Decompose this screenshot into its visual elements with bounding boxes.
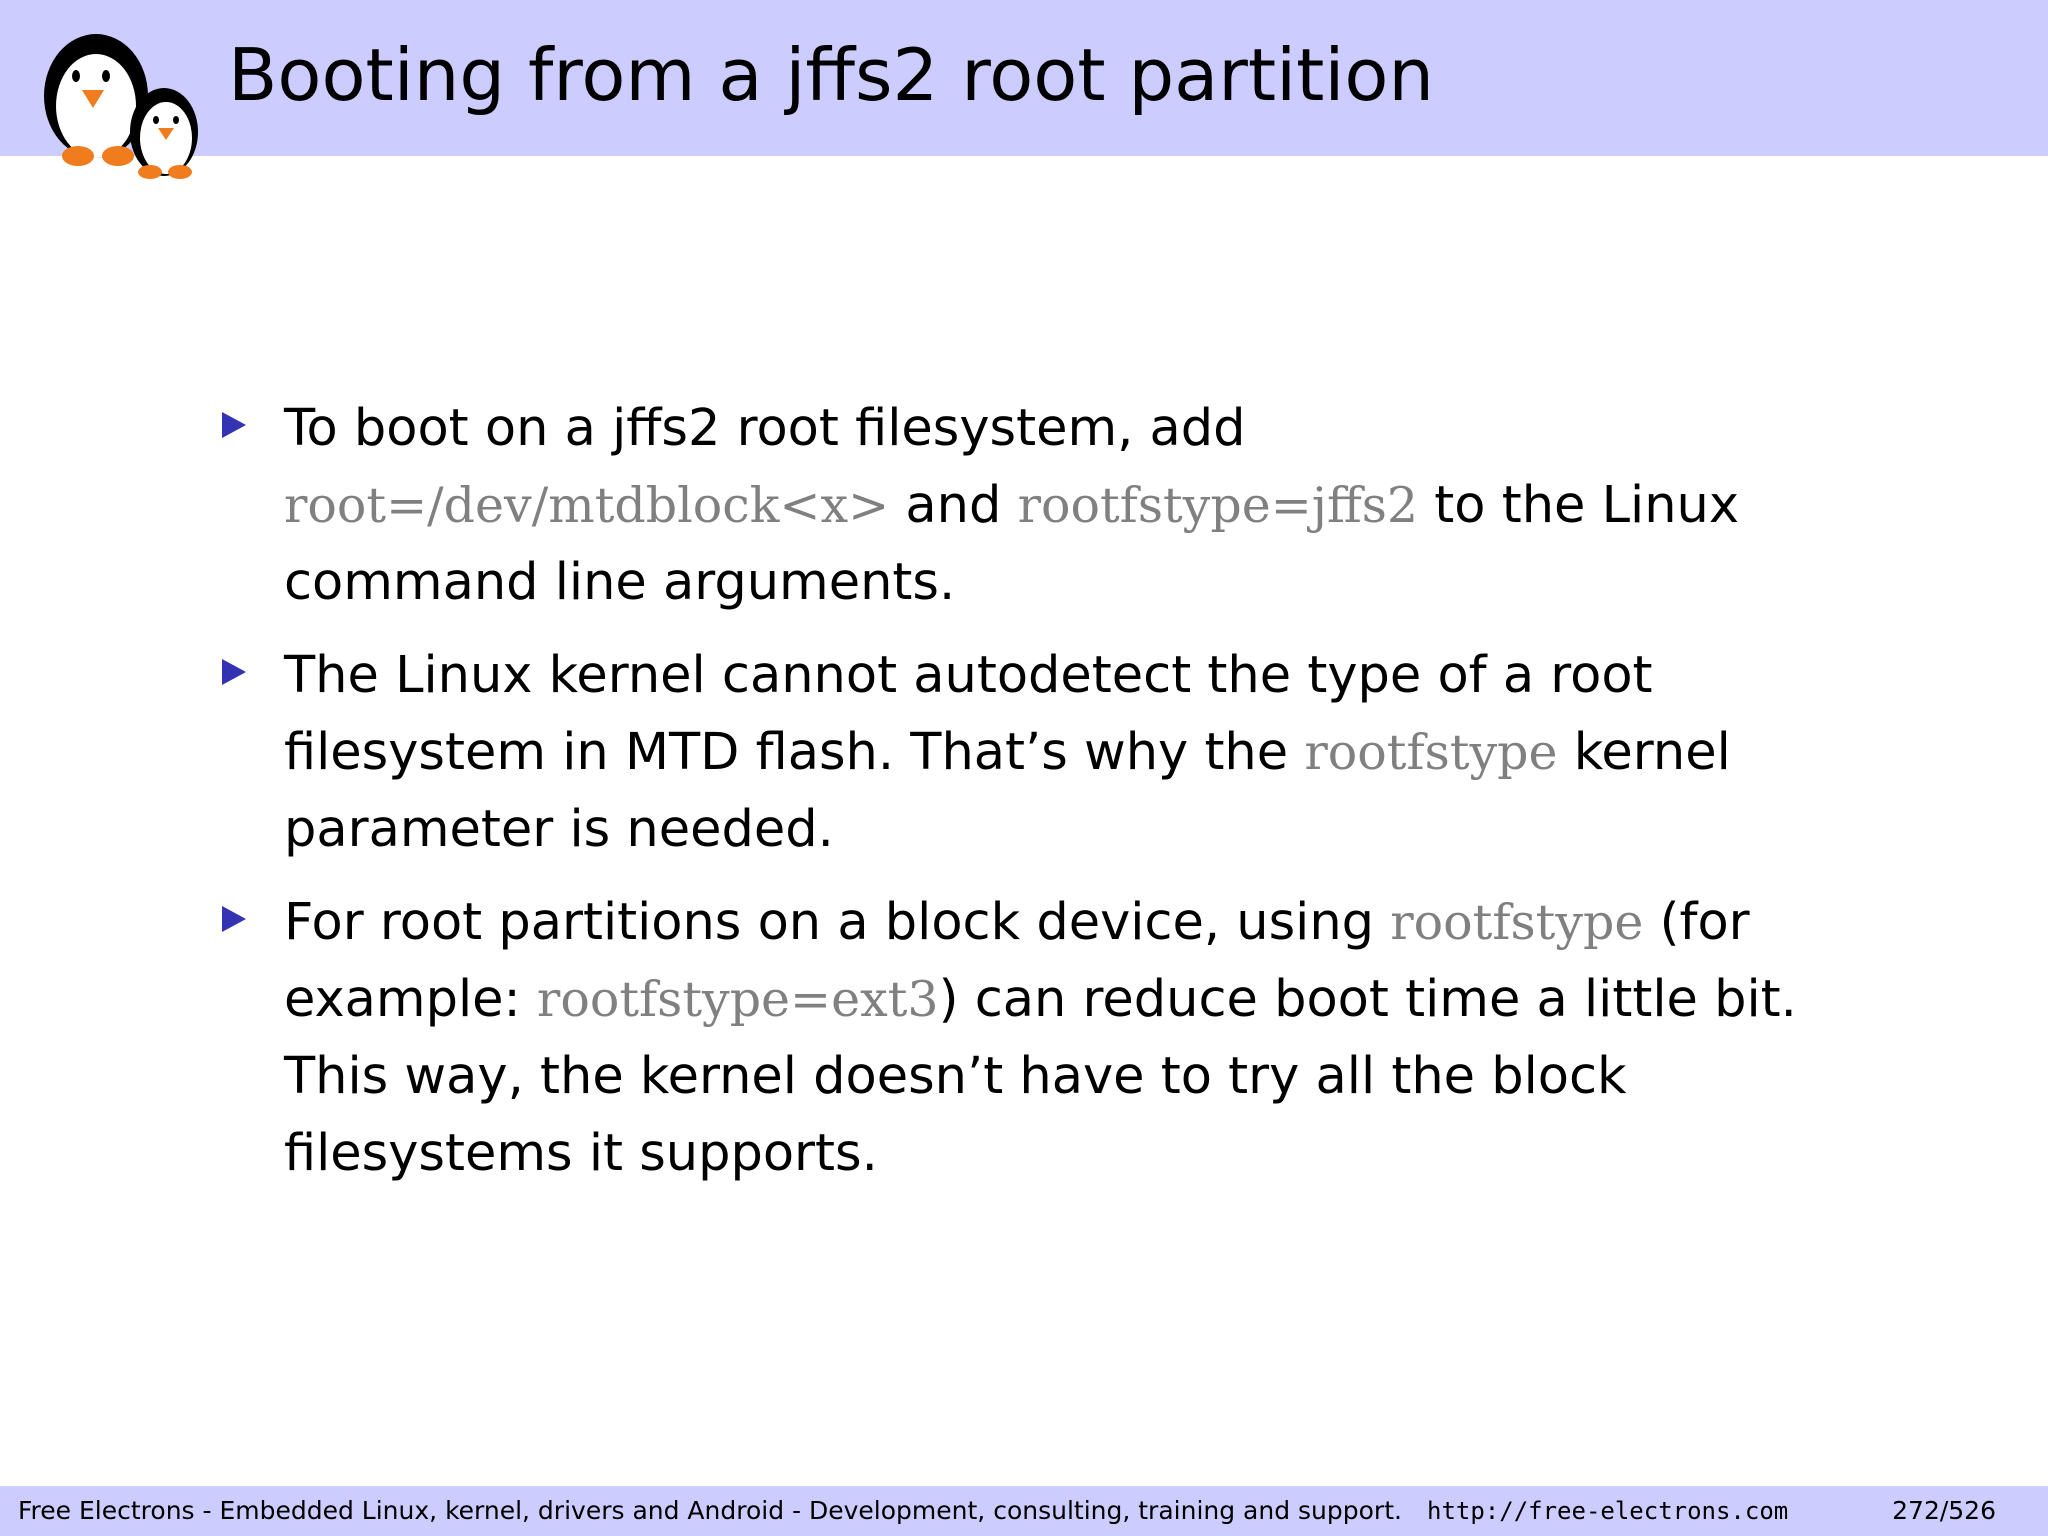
code-rootfstype-jffs2: rootfstype=jffs2: [1017, 477, 1419, 534]
title-bar: [0, 0, 2048, 156]
code-rootfstype: rootfstype: [1304, 724, 1558, 781]
triangle-bullet-icon: [222, 906, 246, 932]
bullet-text: kernel parameter is needed.: [284, 723, 1731, 859]
bullet-text: For root partitions on a block device, u…: [284, 893, 1391, 952]
bullet-text: and: [889, 476, 1018, 535]
page-number: 272/526: [1892, 1496, 1996, 1525]
bullet-list: To boot on a jffs2 root filesystem, add …: [222, 390, 1872, 1208]
triangle-bullet-icon: [222, 659, 246, 685]
slide-title: Booting from a jffs2 root partition: [228, 33, 1435, 117]
footer-url-link[interactable]: http://free-electrons.com: [1427, 1497, 1789, 1525]
bullet-text: The Linux kernel cannot autodetect the t…: [284, 646, 1653, 782]
code-root-param: root=/dev/mtdblock<x>: [284, 477, 890, 534]
bullet-text: ) can reduce boot time a little bit. Thi…: [284, 970, 1797, 1183]
footer-bar: Free Electrons - Embedded Linux, kernel,…: [0, 1486, 2048, 1536]
bullet-item: To boot on a jffs2 root filesystem, add …: [222, 390, 1872, 621]
bullet-item: For root partitions on a block device, u…: [222, 884, 1872, 1192]
code-rootfstype-ext3: rootfstype=ext3: [536, 971, 939, 1028]
code-rootfstype: rootfstype: [1390, 894, 1644, 951]
footer-text: Free Electrons - Embedded Linux, kernel,…: [18, 1496, 1402, 1525]
bullet-text: To boot on a jffs2 root filesystem, add: [284, 399, 1246, 458]
triangle-bullet-icon: [222, 412, 246, 438]
penguins-logo-icon: [44, 34, 198, 179]
bullet-text: to the Linux command line arguments.: [284, 476, 1740, 612]
bullet-text: (for example:: [284, 893, 1750, 1029]
bullet-item: The Linux kernel cannot autodetect the t…: [222, 637, 1872, 868]
